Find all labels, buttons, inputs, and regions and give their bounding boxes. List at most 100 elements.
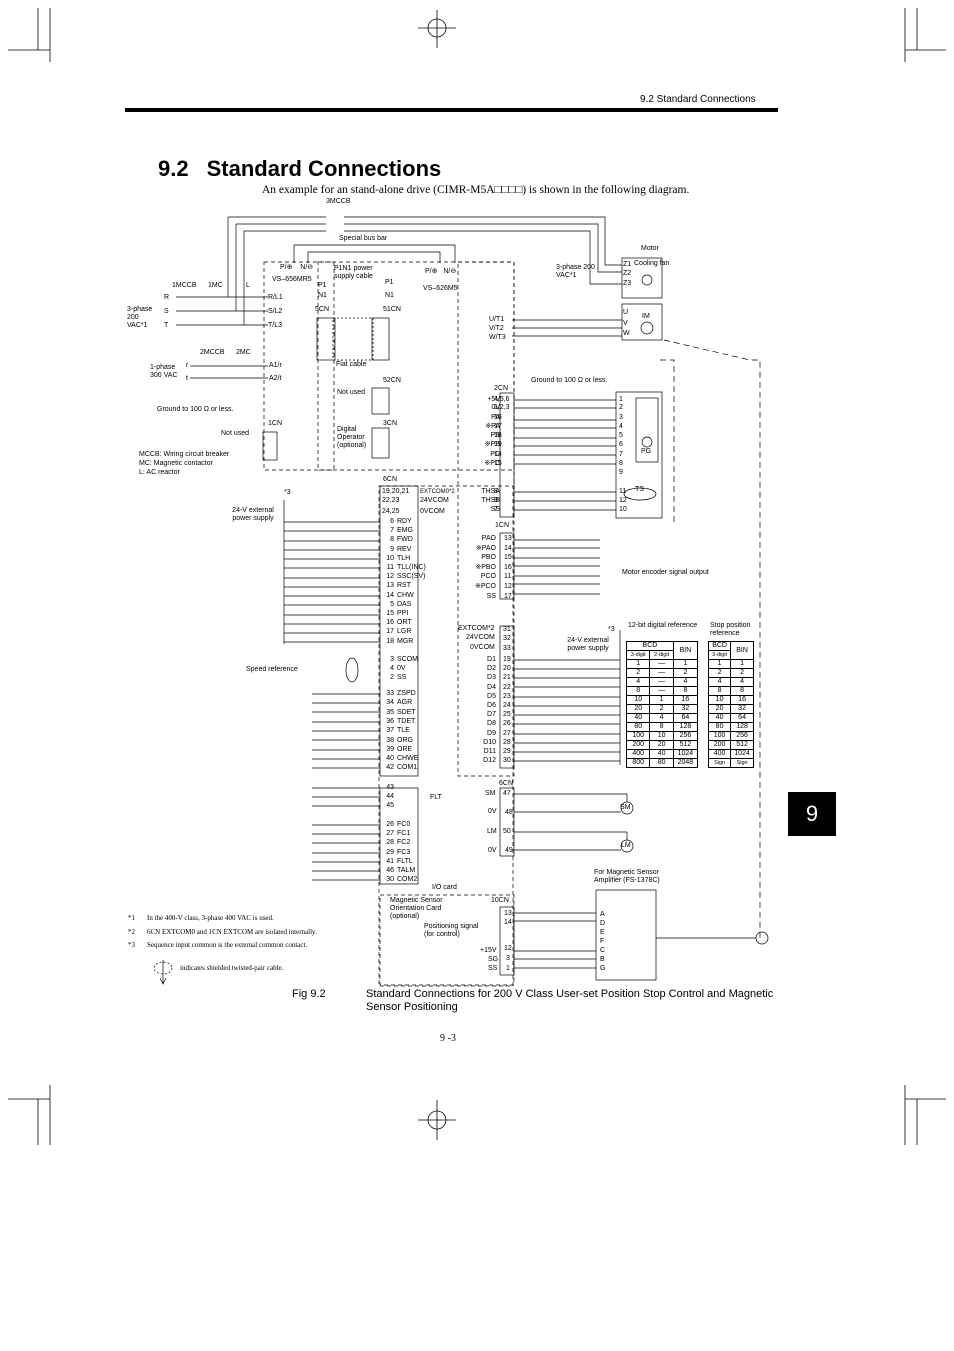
table-cell: 1 (672, 659, 699, 669)
cn6-fc-pin: 46 (386, 867, 394, 874)
label-extcom: EXTCOM*2 (458, 625, 495, 632)
table-cell: 2048 (672, 758, 699, 768)
table-cell: 10 (625, 695, 651, 705)
label-2mc: 2MC (236, 349, 251, 356)
label-lm-pin: LM (487, 828, 497, 835)
sm-motor-icon: SM (620, 804, 631, 811)
table-cell: 1 (730, 659, 754, 669)
label-0vcom: 0VCOM (420, 508, 445, 515)
table-cell: 512 (672, 740, 699, 750)
cn1-digital-name: D11 (483, 748, 496, 755)
cn1-encoder-name: ※PCO (474, 583, 496, 590)
cn6-fc-name: COM2 (397, 876, 418, 884)
note-mc: MC: Magnetic contactor (139, 460, 213, 467)
label-vs626: VS–626M5 (423, 285, 458, 292)
label-r-small: r (186, 362, 189, 369)
table-cell: 128 (672, 722, 699, 732)
table-cell: 4 (730, 677, 754, 687)
cn1-digital-name: D10 (483, 738, 496, 746)
label-p1n1: P1N1 power supply cable (334, 265, 373, 280)
table-cell: 20 (707, 704, 732, 714)
cn1-digital-name: D6 (487, 702, 496, 709)
cn2-signal-name: +5V (487, 396, 500, 403)
bin-header: BIN (672, 641, 699, 660)
sm-pin-50: 50 (503, 828, 511, 835)
label-ss-10cn: SS (488, 965, 498, 972)
cn1-encoder-name: PBO (481, 554, 496, 562)
pg-pin: 6 (619, 441, 623, 448)
label-ts: TS (635, 486, 644, 493)
cn2-pin: 14 (494, 451, 502, 458)
cn2-pin: 8 (494, 488, 498, 495)
label-w-t3: W/T3 (489, 334, 506, 341)
cn6-fc-pin: 26 (386, 821, 394, 828)
cn6-fc-pin: 41 (386, 857, 394, 865)
label-24v-ext: 24-V external power supply (232, 507, 274, 522)
cn1-digital-pin: 25 (503, 711, 511, 719)
cn6-output-pin: 38 (386, 736, 394, 744)
label-magnetic-amp: For Magnetic Sensor Amplifier (FS-1378C) (594, 869, 660, 884)
pg-pin: 9 (619, 469, 623, 476)
label-im: IM (642, 313, 650, 320)
shielded-pair-icon (153, 960, 173, 985)
label-p-left: P/⊕ N/⊖ (280, 264, 314, 271)
cn6-pin-19-21: 19,20,21 (382, 488, 410, 495)
cn2-signal-name: 0V (491, 404, 500, 411)
label-24vcom: 24VCOM (420, 497, 449, 504)
cn2-pin: 18 (494, 432, 502, 439)
cn1-digital-name: D12 (483, 757, 496, 765)
table-cell: 80 (707, 722, 732, 732)
cn2-pin: 16 (494, 414, 502, 421)
cn6-input-pin: 5 (390, 600, 394, 608)
cn6-fc-pin: 30 (386, 876, 394, 884)
cn6-input-name: SSC(SV) (397, 573, 426, 581)
table-cell: 8 (625, 686, 651, 696)
cn1-digital-pin: 19 (503, 656, 511, 663)
table-cell: 64 (730, 713, 754, 723)
footnote-3-mark: *3 (128, 941, 135, 949)
table-cell: 40 (625, 713, 651, 723)
cn6-speed-pin: 2 (390, 674, 394, 682)
cn2-signal-name: THSA (481, 488, 500, 495)
cn6-input-pin: 11 (386, 564, 394, 571)
table-cell: 8 (730, 686, 754, 696)
cn1-encoder-pin: 16 (504, 563, 512, 571)
cn2-signal-name: ※PC (484, 460, 500, 467)
cn6-input-pin: 6 (390, 518, 394, 525)
table-cell: 64 (672, 713, 699, 723)
cn1-digital-pin: 30 (503, 757, 511, 765)
label-3mccb: 3MCCB (326, 198, 351, 205)
table-cell: 4 (707, 677, 732, 687)
pg-pin: 1 (619, 396, 623, 403)
cn1-encoder-name: SS (486, 592, 496, 600)
table-cell: 1024 (730, 749, 754, 759)
footnote-1: In the 400-V class, 3-phase 400 VAC is u… (147, 914, 274, 922)
label-1phase: 1-phase 300 VAC (150, 364, 178, 379)
table-cell: 2 (625, 668, 651, 678)
table-cell: 4 (672, 677, 699, 687)
label-n1-left: N1 (318, 292, 327, 299)
table-cell: 80 (649, 758, 674, 768)
label-not-used-1cn: Not used (221, 430, 250, 437)
table-cell: 256 (730, 731, 754, 741)
pg-pin: 3 (619, 414, 623, 421)
label-u: U (623, 309, 629, 316)
table-cell: 1 (625, 659, 651, 669)
cn6-output-pin: 37 (386, 727, 394, 735)
cn2-signal-name: ※PB (484, 441, 500, 448)
table-cell: 256 (672, 731, 699, 741)
label-p1-left: P1 (318, 282, 327, 289)
cn6-input-name: RDY (397, 518, 412, 525)
footnote-2: 6CN EXTCOM0 and 1CN EXTCOM are isolated … (147, 928, 317, 936)
cn6-fc-name: FC0 (397, 821, 411, 828)
cn10-pin-3: 3 (506, 955, 510, 962)
table-cell: 40 (649, 749, 674, 759)
label-24v-ext-b: 24-V external power supply (567, 637, 609, 652)
